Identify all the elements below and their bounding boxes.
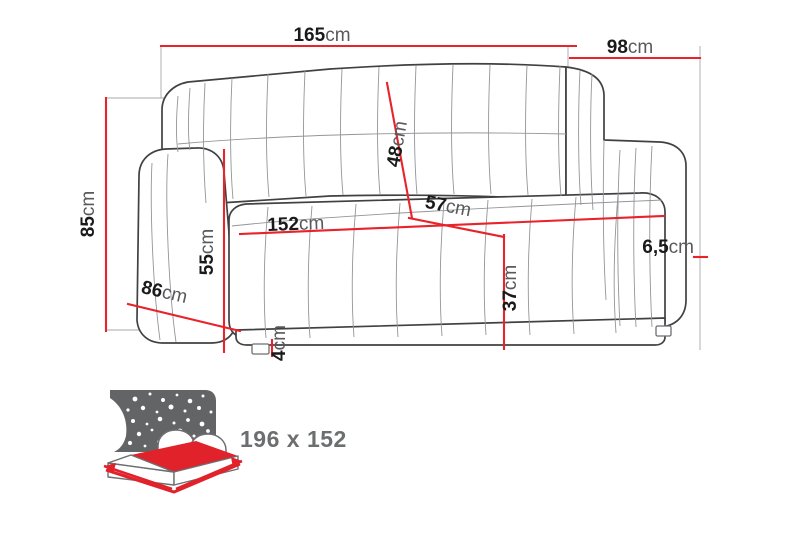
dimension-labels: 165cm 98cm 85cm 55cm 86cm 48cm (78, 25, 694, 361)
label-152: 152cm (267, 213, 325, 236)
sofa-legs (251, 325, 672, 355)
label-4-number: 4 (269, 350, 290, 361)
label-165-number: 165 (293, 25, 325, 46)
label-86-number: 86 (139, 277, 164, 302)
label-48: 48cm (383, 119, 412, 168)
label-86: 86cm (139, 277, 189, 308)
label-57-number: 57 (423, 192, 448, 217)
label-37-number: 37 (500, 290, 521, 311)
label-165-unit: cm (325, 25, 350, 46)
dimension-lines (104, 44, 709, 358)
label-65-number: 6,5 (642, 237, 669, 258)
bed-size-label: 196 x 152 (240, 426, 347, 452)
label-48-number: 48 (383, 144, 407, 168)
bed-width-arrowhead (231, 457, 242, 468)
dimline-152 (238, 214, 666, 236)
sofa-base (235, 317, 666, 346)
sleeping-area-icon: 196 x 152 (103, 390, 347, 494)
moon-icon (110, 398, 127, 452)
mattress-side-right (173, 455, 239, 486)
label-165: 165cm (293, 25, 350, 46)
front-left-leg (251, 343, 270, 355)
label-65: 6,5cm (642, 237, 694, 258)
bed-length-arrowhead (104, 463, 116, 474)
label-55-number: 55 (197, 254, 218, 276)
label-37-unit: cm (500, 265, 521, 290)
sofa-upholstery-detail (150, 64, 663, 343)
label-98-unit: cm (628, 37, 653, 58)
blanket (131, 441, 238, 472)
label-4: 4cm (269, 325, 290, 361)
mattress-top-left (107, 454, 175, 473)
label-85-unit: cm (78, 191, 99, 216)
dimline-57 (407, 216, 506, 239)
label-152-unit: cm (299, 213, 325, 235)
label-98-number: 98 (607, 37, 628, 58)
label-48-unit: cm (387, 119, 412, 148)
stars-group (122, 392, 215, 448)
dimline-86 (126, 302, 242, 333)
label-57-unit: cm (444, 196, 473, 221)
label-85: 85cm (78, 191, 99, 237)
label-55: 55cm (197, 229, 218, 275)
label-37: 37cm (500, 265, 521, 311)
label-65-unit: cm (669, 237, 694, 258)
bed-frame (105, 462, 241, 494)
front-right-leg (655, 325, 672, 337)
label-4-unit: cm (269, 325, 290, 350)
dimline-48 (385, 81, 414, 220)
label-57: 57cm (423, 192, 473, 221)
bed-length-arrow (103, 464, 173, 491)
label-152-number: 152 (267, 214, 299, 236)
label-55-unit: cm (197, 229, 218, 254)
bed-width-arrow (175, 459, 243, 491)
label-98: 98cm (607, 37, 653, 58)
label-85-number: 85 (78, 216, 99, 238)
